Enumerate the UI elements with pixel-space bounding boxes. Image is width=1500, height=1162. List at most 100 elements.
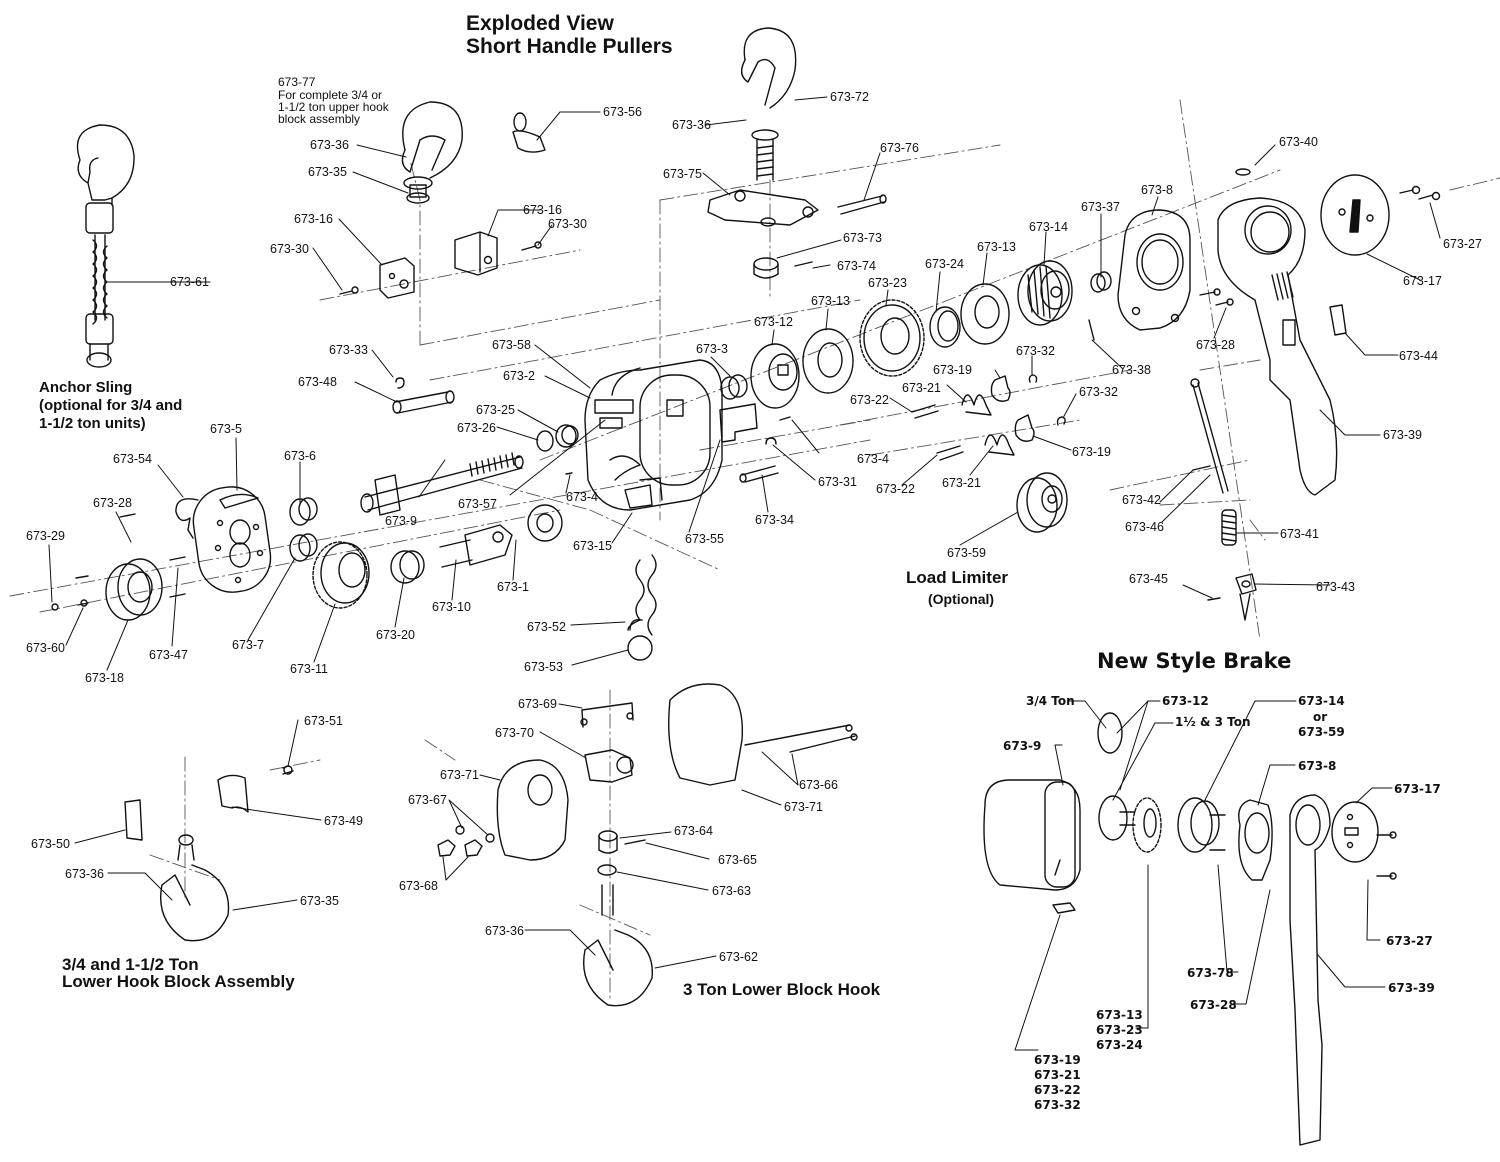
- callout-673-61: 673-61: [170, 275, 209, 289]
- brake-callout-673-21: 673-21: [1034, 1068, 1081, 1082]
- callout-673-50: 673-50: [31, 837, 70, 851]
- callout-673-39: 673-39: [1383, 428, 1422, 442]
- handle-673-39-art: [1217, 197, 1338, 496]
- callout-673-67: 673-67: [408, 793, 447, 807]
- chain-673-52-art: [627, 554, 657, 661]
- callout-673-54: 673-54: [113, 452, 152, 466]
- callout-673-26: 673-26: [457, 421, 496, 435]
- callout-673-8: 673-8: [1141, 183, 1173, 197]
- bearing-673-1-art: [527, 504, 563, 542]
- callout-673-59: 673-59: [947, 546, 986, 560]
- callout-673-60: 673-60: [26, 641, 65, 655]
- load-gear-673-11-art: [312, 541, 370, 609]
- brake-callout-one-half-three-ton: 1½ & 3 Ton: [1175, 715, 1251, 729]
- bearings-673-6-art: [289, 497, 318, 562]
- callout-673-13-b: 673-13: [811, 294, 850, 308]
- brake-callout-673-23: 673-23: [1096, 1023, 1143, 1037]
- callout-673-38: 673-38: [1112, 363, 1151, 377]
- callout-673-36-d: 673-36: [65, 867, 104, 881]
- callout-673-40: 673-40: [1279, 135, 1318, 149]
- ring-673-20-art: [390, 550, 425, 584]
- gear-673-14-art: [1017, 260, 1073, 326]
- hook-block-673-16-art: [339, 231, 542, 299]
- brake-callout-673-9: 673-9: [1003, 739, 1042, 753]
- brake-callout-673-59: 673-59: [1298, 725, 1345, 739]
- callout-673-4-b: 673-4: [566, 490, 598, 504]
- title-line-1: Exploded View: [466, 12, 614, 35]
- callout-673-22: 673-22: [850, 393, 889, 407]
- load-limiter-heading: Load Limiter: [906, 568, 1009, 587]
- callout-673-32-b: 673-32: [1079, 385, 1118, 399]
- lower-hook-block-heading-1: 3/4 and 1-1/2 Ton: [62, 955, 199, 974]
- brake-callout-673-27: 673-27: [1386, 934, 1433, 948]
- callout-673-31: 673-31: [818, 475, 857, 489]
- nut-673-73-art: [753, 257, 813, 279]
- callout-673-41: 673-41: [1280, 527, 1319, 541]
- callout-673-23: 673-23: [868, 276, 907, 290]
- callout-673-10: 673-10: [432, 600, 471, 614]
- callout-673-72: 673-72: [830, 90, 869, 104]
- callout-673-62: 673-62: [719, 950, 758, 964]
- callout-673-66: 673-66: [799, 778, 838, 792]
- callout-673-46: 673-46: [1125, 520, 1164, 534]
- callout-673-28-b: 673-28: [93, 496, 132, 510]
- bushing-673-3-art: [720, 374, 748, 400]
- callout-673-28: 673-28: [1196, 338, 1235, 352]
- pin-673-48-art: [392, 377, 455, 414]
- hub-673-12-art: [750, 343, 800, 409]
- anchor-sling-subheading-1: (optional for 3/4 and: [39, 397, 183, 414]
- callout-673-56: 673-56: [603, 105, 642, 119]
- upper-hook-left-art: [401, 101, 463, 204]
- bushing-673-37-art: [1090, 271, 1112, 293]
- callout-673-37: 673-37: [1081, 200, 1120, 214]
- callout-673-29: 673-29: [26, 529, 65, 543]
- callout-673-18: 673-18: [85, 671, 124, 685]
- brake-callout-673-17: 673-17: [1394, 782, 1441, 796]
- callout-673-19-b: 673-19: [1072, 445, 1111, 459]
- callout-673-74: 673-74: [837, 259, 876, 273]
- callout-673-45: 673-45: [1129, 572, 1168, 586]
- callout-673-16-b: 673-16: [523, 203, 562, 217]
- callout-673-34: 673-34: [755, 513, 794, 527]
- callout-673-30-b: 673-30: [548, 217, 587, 231]
- brake-callout-three-quarter-ton: 3/4 Ton: [1026, 694, 1075, 708]
- cap-673-17-art: [1320, 174, 1441, 256]
- callout-673-52: 673-52: [527, 620, 566, 634]
- side-plate-673-5-art: [175, 486, 272, 593]
- anchor-sling-heading: Anchor Sling: [39, 379, 133, 396]
- upper-hook-673-72-art: [740, 27, 797, 181]
- brake-callout-673-12: 673-12: [1162, 694, 1209, 708]
- brake-callout-673-22: 673-22: [1034, 1083, 1081, 1097]
- callout-673-30: 673-30: [270, 242, 309, 256]
- callout-673-70: 673-70: [495, 726, 534, 740]
- callout-673-36-c: 673-36: [672, 118, 711, 132]
- frame-673-58-art: [584, 359, 723, 511]
- callout-673-36-e: 673-36: [485, 924, 524, 938]
- callout-673-24: 673-24: [925, 257, 964, 271]
- lower-hook-block-art: [124, 765, 294, 942]
- pawl-assemblies-art: [911, 374, 1066, 461]
- brake-callout-673-78: 673-78: [1187, 966, 1234, 980]
- note-text-2: 1-1/2 ton upper hook: [278, 100, 389, 114]
- callout-673-63: 673-63: [712, 884, 751, 898]
- brake-callout-673-13: 673-13: [1096, 1008, 1143, 1022]
- brake-leader-lines: [1014, 700, 1393, 1051]
- bushings-673-25-art: [536, 424, 579, 452]
- brake-callout-673-8: 673-8: [1298, 759, 1337, 773]
- callout-673-68: 673-68: [399, 879, 438, 893]
- bushing-673-24-art: [929, 306, 961, 348]
- callout-673-49: 673-49: [324, 814, 363, 828]
- brake-drum-673-18-art: [51, 513, 186, 621]
- brake-callout-673-19: 673-19: [1034, 1053, 1081, 1067]
- callout-673-65: 673-65: [718, 853, 757, 867]
- callout-673-20: 673-20: [376, 628, 415, 642]
- note-part-number: 673-77: [278, 75, 316, 89]
- callout-673-13: 673-13: [977, 240, 1016, 254]
- callout-673-73: 673-73: [843, 231, 882, 245]
- callout-673-22-b: 673-22: [876, 482, 915, 496]
- note-text-3: block assembly: [278, 112, 361, 126]
- lower-hook-block-heading-2: Lower Hook Block Assembly: [62, 972, 295, 991]
- callout-673-5: 673-5: [210, 422, 242, 436]
- cover-673-8-art: [1117, 209, 1191, 331]
